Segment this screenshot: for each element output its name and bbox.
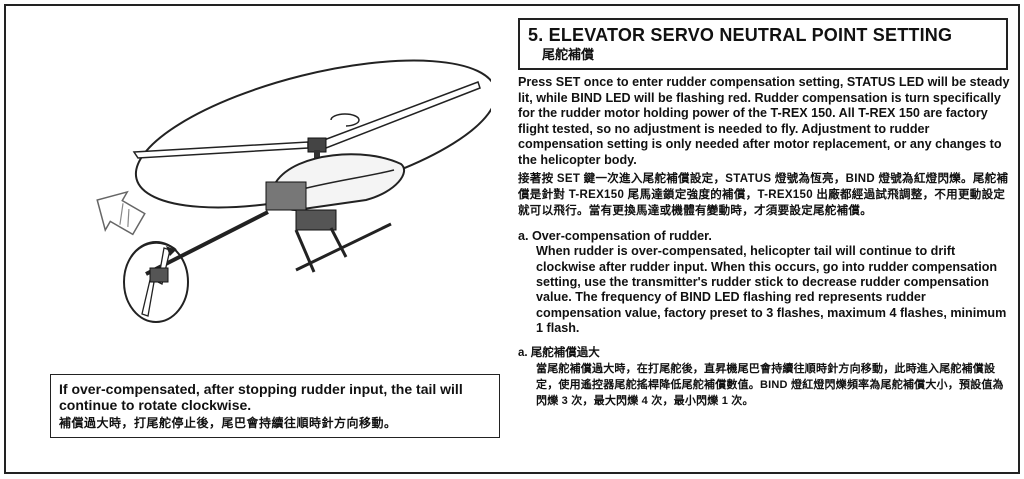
rotor-blade-right: [323, 81, 481, 150]
intro-chinese: 接著按 SET 鍵一次進入尾舵補償設定，STATUS 燈號為恆亮，BIND 燈號…: [518, 172, 1009, 217]
servo-block: [265, 181, 307, 211]
landing-skid-front: [294, 229, 316, 273]
rotor-blade-left: [132, 141, 309, 159]
caption-chinese: 補償過大時，打尾舵停止後，尾巴會持續往順時針方向移動。: [59, 416, 397, 430]
rotation-arrow: [130, 241, 177, 258]
item-a-body: When rudder is over-compensated, helicop…: [536, 244, 1007, 336]
caption-box: If over-compensated, after stopping rudd…: [50, 374, 500, 438]
landing-skid-rear: [329, 227, 348, 258]
item-a-heading-chinese: a. 尾舵補償過大: [518, 346, 600, 359]
landing-skid-bar: [295, 222, 392, 272]
page-frame: If over-compensated, after stopping rudd…: [4, 4, 1020, 474]
helicopter-illustration: [96, 59, 491, 323]
item-a-body-chinese: 當尾舵補償過大時，在打尾舵後，直昇機尾巴會持續往順時針方向移動，此時進入尾舵補償…: [536, 362, 1004, 407]
drift-arrow-icon: [96, 190, 146, 236]
intro-english: Press SET once to enter rudder compensat…: [518, 75, 1010, 167]
section-subtitle: 尾舵補償: [542, 47, 595, 62]
rotor-head: [307, 137, 327, 153]
caption-english: If over-compensated, after stopping rudd…: [59, 381, 463, 413]
battery-block: [295, 209, 337, 231]
tail-motor: [149, 267, 169, 283]
rotation-arrow-head: [166, 246, 176, 256]
section-title: 5. ELEVATOR SERVO NEUTRAL POINT SETTING: [528, 25, 953, 45]
instruction-column: 5. ELEVATOR SERVO NEUTRAL POINT SETTING …: [518, 18, 1018, 409]
section-title-box: 5. ELEVATOR SERVO NEUTRAL POINT SETTING …: [518, 18, 1008, 70]
tail-rotor-blade-bottom: [141, 279, 155, 317]
rotation-tick: [330, 113, 360, 127]
item-a-heading: a. Over-compensation of rudder.: [518, 228, 712, 243]
